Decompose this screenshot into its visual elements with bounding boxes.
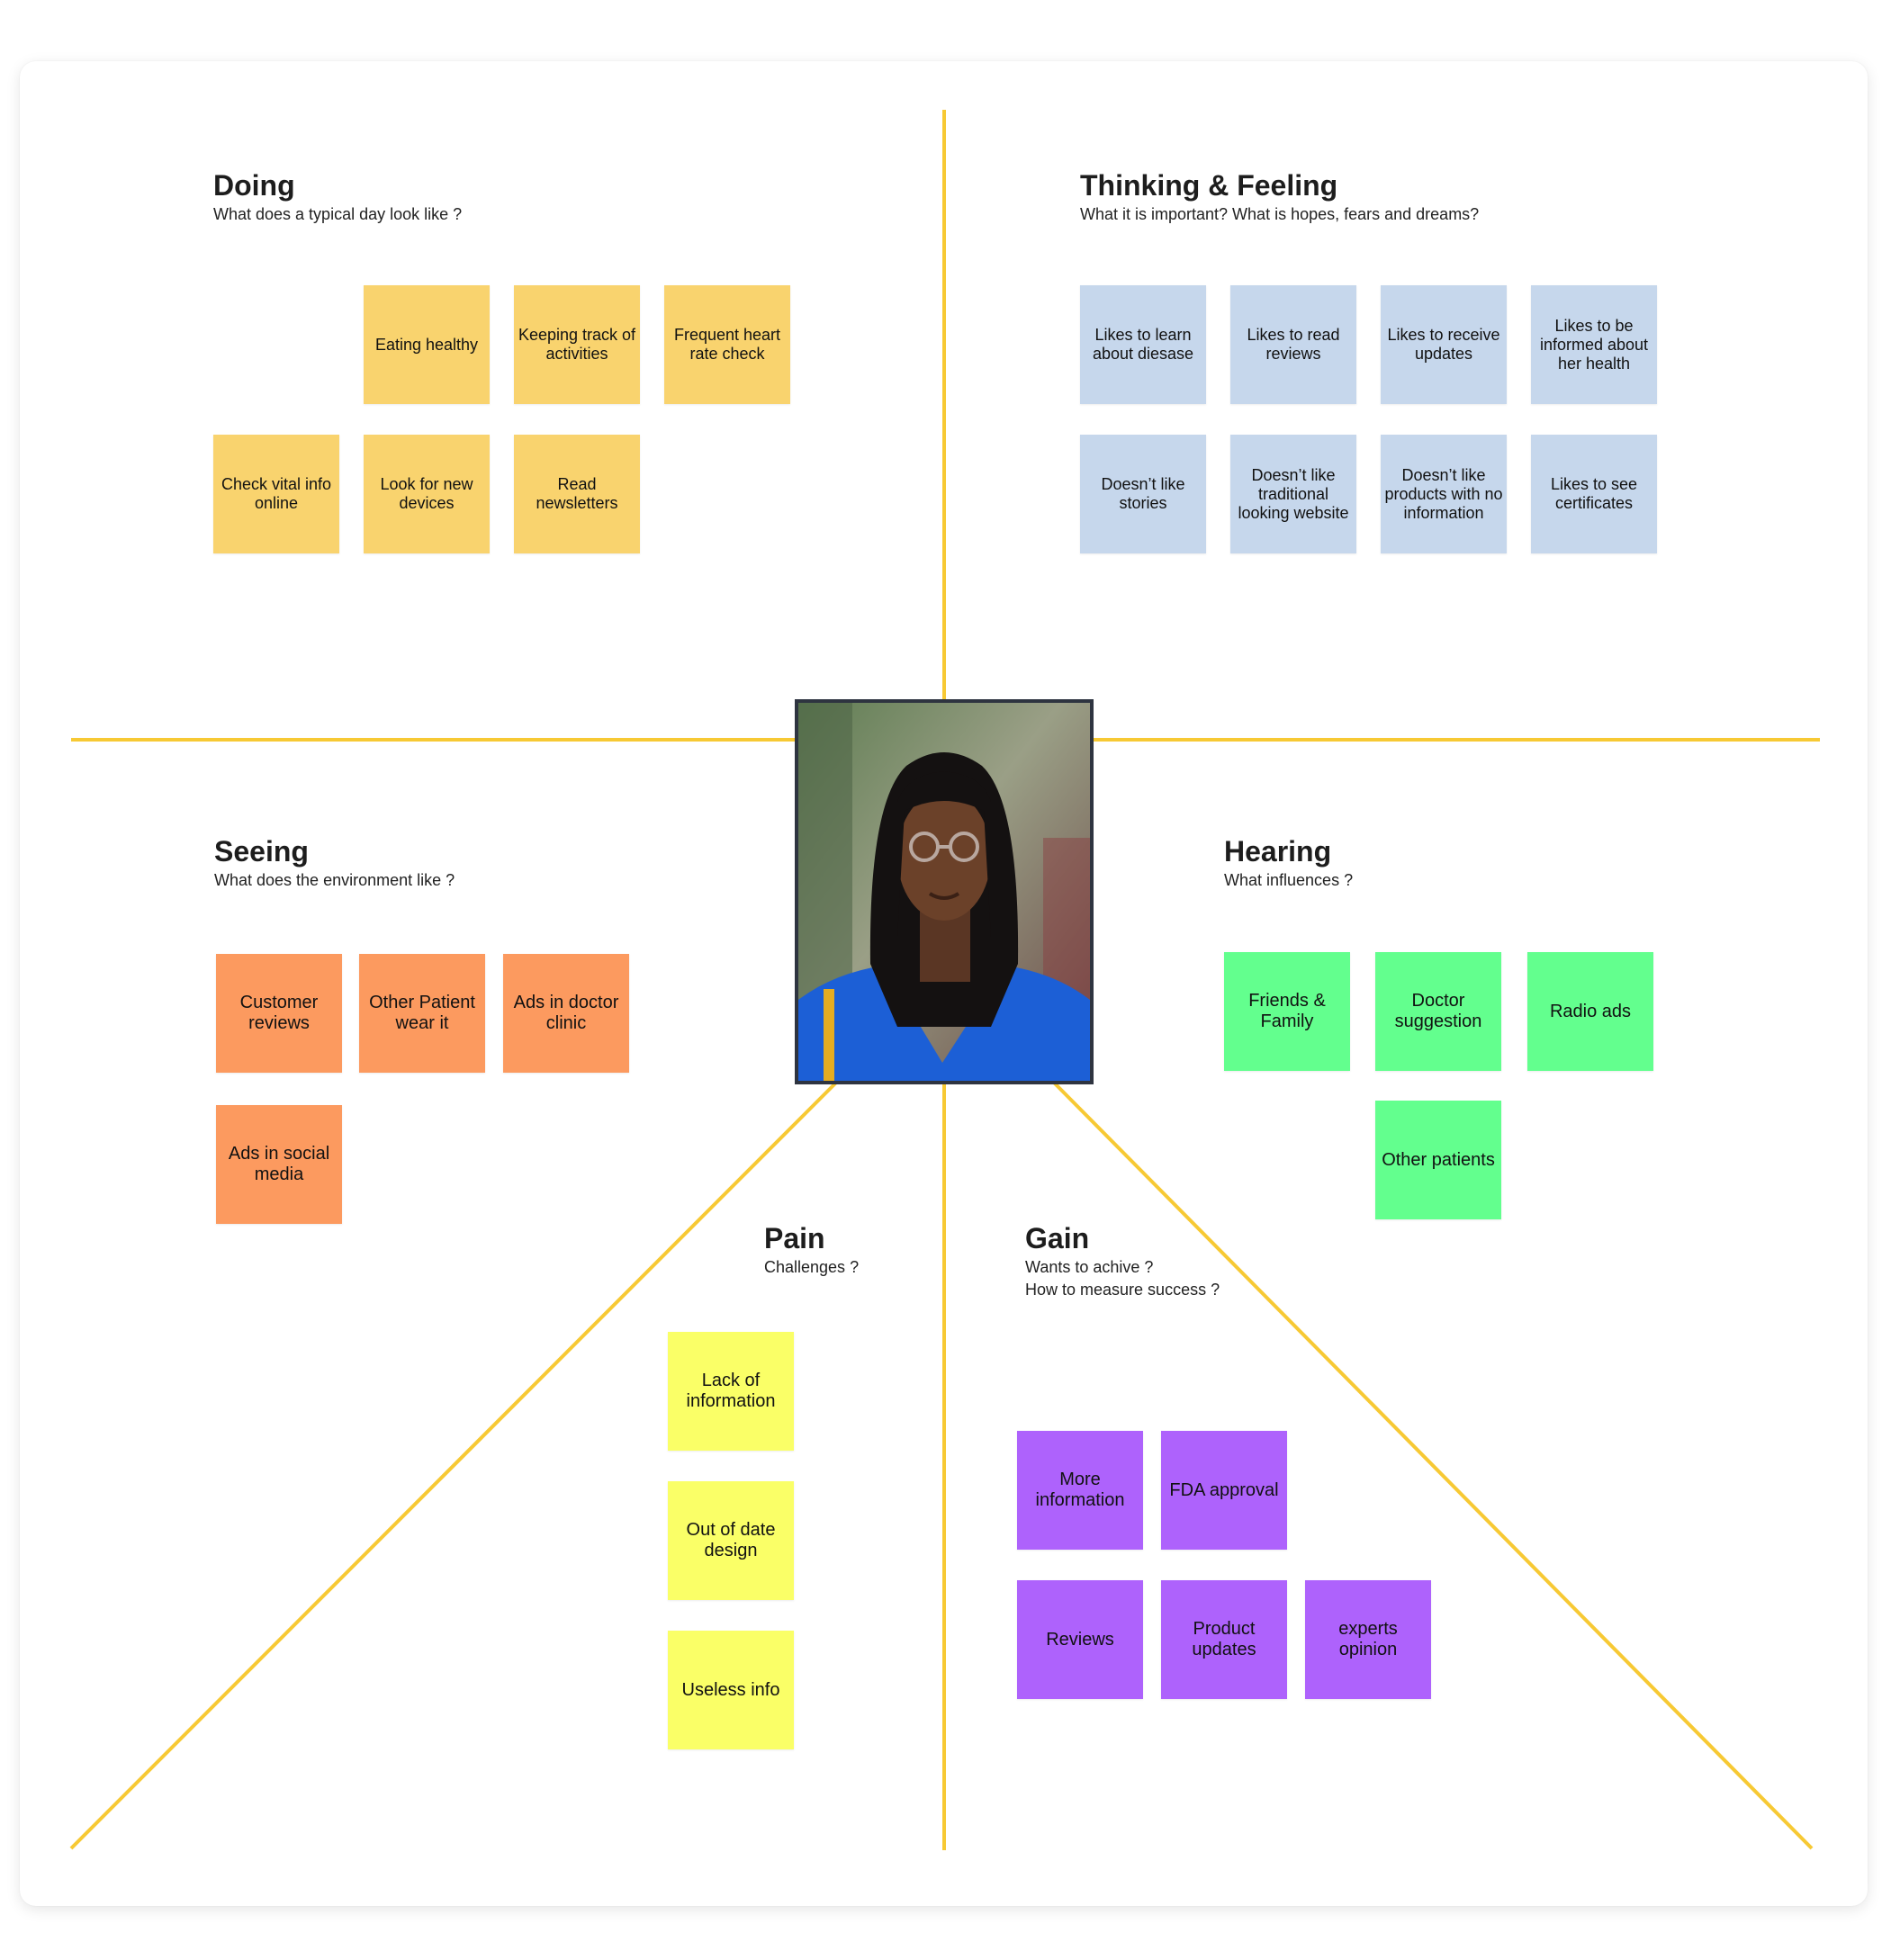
sticky-note-keeping-track[interactable]: Keeping track of activities — [514, 285, 640, 404]
sticky-note-ads-social-media[interactable]: Ads in social media — [216, 1105, 342, 1224]
sticky-note-see-certificates[interactable]: Likes to see certificates — [1531, 435, 1657, 553]
sticky-note-fda-approval[interactable]: FDA approval — [1161, 1431, 1287, 1550]
diagonal-line-left — [69, 1080, 839, 1850]
gain-subtitle-2: How to measure success ? — [1025, 1281, 1220, 1299]
doing-title: Doing — [213, 169, 295, 202]
gain-subtitle-1: Wants to achive ? — [1025, 1258, 1154, 1276]
sticky-note-no-stories[interactable]: Doesn’t like stories — [1080, 435, 1206, 553]
sticky-note-read-reviews[interactable]: Likes to read reviews — [1230, 285, 1356, 404]
sticky-note-useless-info[interactable]: Useless info — [668, 1631, 794, 1749]
gain-title: Gain — [1025, 1222, 1090, 1254]
hearing-subtitle: What influences ? — [1224, 871, 1354, 889]
sticky-note-look-for-devices[interactable]: Look for new devices — [364, 435, 490, 553]
sticky-note-ads-doctor-clinic[interactable]: Ads in doctor clinic — [503, 954, 629, 1073]
sticky-note-experts-opinion[interactable]: experts opinion — [1305, 1580, 1431, 1699]
thinking-title: Thinking & Feeling — [1080, 169, 1338, 202]
sticky-note-receive-updates[interactable]: Likes to receive updates — [1381, 285, 1507, 404]
sticky-note-no-traditional-website[interactable]: Doesn’t like traditional looking website — [1230, 435, 1356, 553]
sticky-note-out-of-date-design[interactable]: Out of date design — [668, 1481, 794, 1600]
doing-section: Doing What does a typical day look like … — [213, 167, 462, 226]
sticky-note-product-updates[interactable]: Product updates — [1161, 1580, 1287, 1699]
doing-subtitle: What does a typical day look like ? — [213, 205, 463, 223]
gain-section: Gain Wants to achive ? How to measure su… — [1025, 1220, 1220, 1301]
pain-title: Pain — [764, 1222, 825, 1254]
sticky-note-more-information[interactable]: More information — [1017, 1431, 1143, 1550]
sticky-note-no-info-products[interactable]: Doesn’t like products with no informatio… — [1381, 435, 1507, 553]
sticky-note-customer-reviews[interactable]: Customer reviews — [216, 954, 342, 1073]
sticky-note-doctor-suggestion[interactable]: Doctor suggestion — [1375, 952, 1501, 1071]
sticky-note-other-patients[interactable]: Other patients — [1375, 1101, 1501, 1219]
persona-photo — [795, 699, 1094, 1084]
seeing-subtitle: What does the environment like ? — [214, 871, 455, 889]
diagonal-line-right — [1051, 1080, 1814, 1850]
sticky-note-eating-healthy[interactable]: Eating healthy — [364, 285, 490, 404]
pain-section: Pain Challenges ? — [764, 1220, 859, 1279]
sticky-note-learn-disease[interactable]: Likes to learn about diesase — [1080, 285, 1206, 404]
person-photo-icon — [798, 703, 1090, 1081]
hearing-title: Hearing — [1224, 835, 1332, 868]
sticky-note-informed-health[interactable]: Likes to be informed about her health — [1531, 285, 1657, 404]
seeing-title: Seeing — [214, 835, 309, 868]
seeing-section: Seeing What does the environment like ? — [214, 833, 455, 892]
sticky-note-radio-ads[interactable]: Radio ads — [1527, 952, 1653, 1071]
sticky-note-lack-of-information[interactable]: Lack of information — [668, 1332, 794, 1451]
sticky-note-other-patient-wear[interactable]: Other Patient wear it — [359, 954, 485, 1073]
sticky-note-reviews[interactable]: Reviews — [1017, 1580, 1143, 1699]
sticky-note-check-vital-info[interactable]: Check vital info online — [213, 435, 339, 553]
thinking-subtitle: What it is important? What is hopes, fea… — [1080, 205, 1480, 223]
hearing-section: Hearing What influences ? — [1224, 833, 1353, 892]
pain-subtitle: Challenges ? — [764, 1258, 860, 1276]
sticky-note-heart-rate-check[interactable]: Frequent heart rate check — [664, 285, 790, 404]
sticky-note-read-newsletters[interactable]: Read newsletters — [514, 435, 640, 553]
thinking-section: Thinking & Feeling What it is important?… — [1080, 167, 1479, 226]
sticky-note-friends-family[interactable]: Friends & Family — [1224, 952, 1350, 1071]
